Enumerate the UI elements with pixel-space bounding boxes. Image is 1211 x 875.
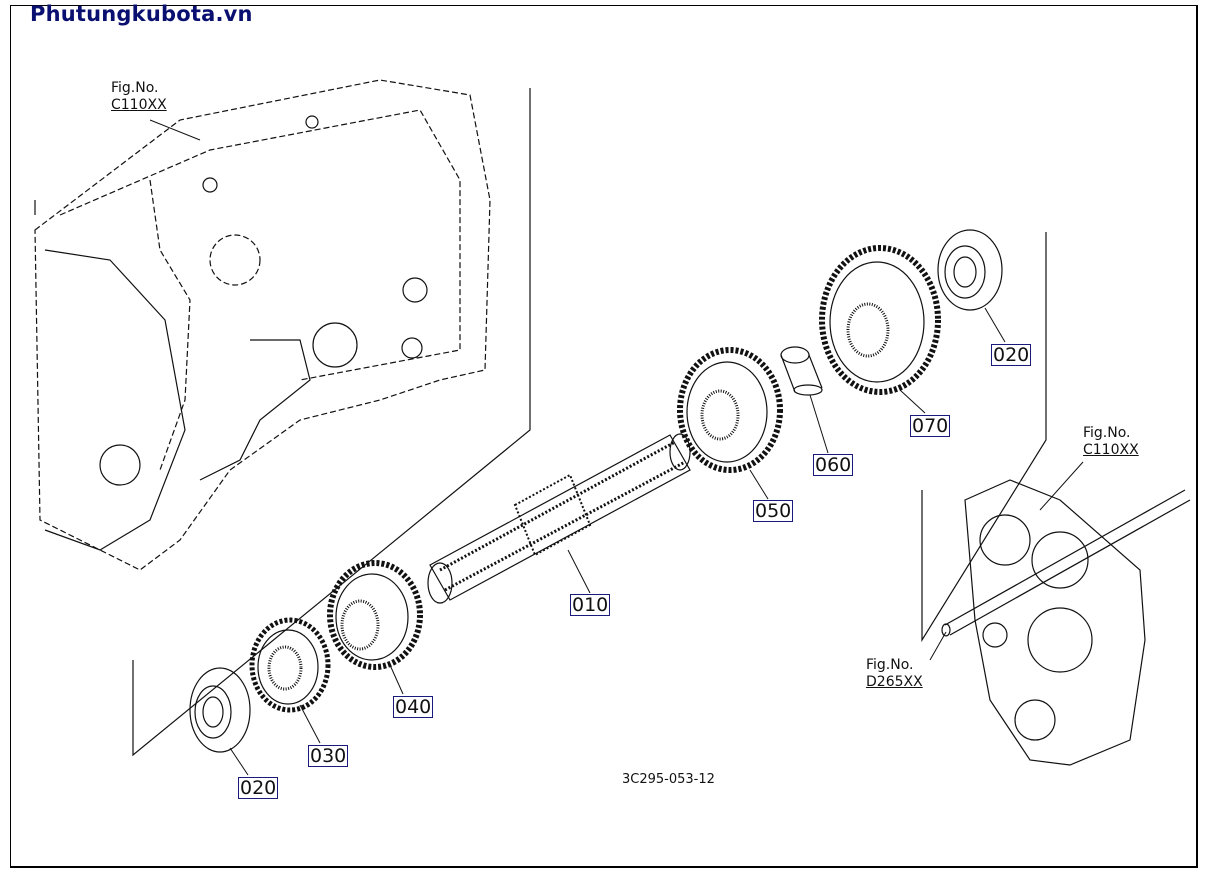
fig-ref-code[interactable]: C110XX <box>1083 442 1139 458</box>
part-label-020-bearing-right[interactable]: 020 <box>991 344 1032 366</box>
fig-ref-transmission-case[interactable]: Fig.No. C110XX <box>111 80 167 114</box>
collar-060 <box>780 346 823 396</box>
fig-ref-shaft[interactable]: Fig.No. D265XX <box>866 657 923 691</box>
right-assembly-frame <box>921 232 1047 643</box>
shaft-010 <box>427 433 691 604</box>
gear-070 <box>819 245 941 395</box>
part-label-050-gear[interactable]: 050 <box>753 500 794 522</box>
gear-040 <box>327 560 423 670</box>
left-assembly-frame <box>132 88 531 757</box>
diagram-code: 3C295-053-12 <box>622 772 715 787</box>
bearing-020-right <box>937 229 1003 311</box>
transmission-housing <box>34 79 491 571</box>
part-label-040-gear[interactable]: 040 <box>393 696 434 718</box>
fig-ref-label: Fig.No. <box>866 657 914 673</box>
front-cover-housing <box>941 479 1191 766</box>
gear-030 <box>249 617 331 713</box>
fig-ref-code[interactable]: C110XX <box>111 97 167 113</box>
fig-ref-front-cover[interactable]: Fig.No. C110XX <box>1083 425 1139 459</box>
part-label-020-bearing-left[interactable]: 020 <box>238 777 279 799</box>
bearing-020-left <box>189 667 251 753</box>
brand-logo[interactable]: Phutungkubota.vn <box>30 2 253 26</box>
gear-050 <box>677 347 783 473</box>
housing-details <box>44 115 428 551</box>
fig-ref-label: Fig.No. <box>1083 425 1131 441</box>
leader-lines <box>149 119 1084 776</box>
fig-ref-code[interactable]: D265XX <box>866 674 923 690</box>
diagram-frame <box>10 5 1198 868</box>
part-label-010-shaft[interactable]: 010 <box>570 594 611 616</box>
part-label-030-gear[interactable]: 030 <box>308 745 349 767</box>
part-label-070-gear[interactable]: 070 <box>910 415 951 437</box>
part-label-060-collar[interactable]: 060 <box>813 454 854 476</box>
fig-ref-label: Fig.No. <box>111 80 159 96</box>
